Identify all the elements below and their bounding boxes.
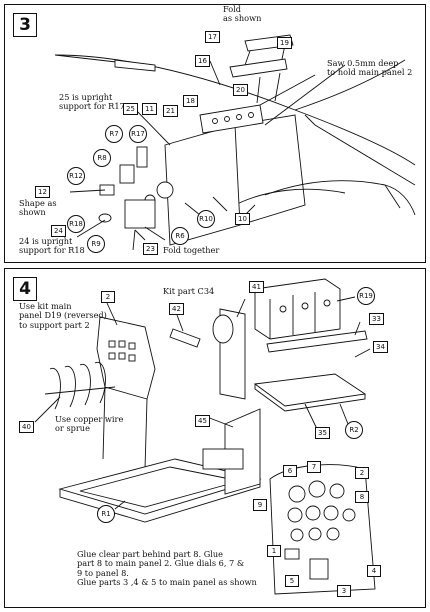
part-label: 9 (253, 499, 267, 511)
part-label: 1 (267, 545, 281, 557)
part-label: 4 (367, 565, 381, 577)
step-4-illustration (34, 278, 376, 595)
part-label: 2 (101, 291, 115, 303)
part-label: 17 (205, 31, 220, 43)
part-label: 10 (235, 213, 250, 225)
part-label: 19 (277, 37, 292, 49)
part-label: R1 (97, 505, 115, 523)
part-label: 6 (283, 465, 297, 477)
note-r17-support: 25 is upright support for R17 (59, 92, 125, 112)
part-label: 40 (19, 421, 34, 433)
part-label: 41 (249, 281, 264, 293)
part-label: 21 (163, 105, 178, 117)
part-label: 11 (142, 103, 157, 115)
note-copper-wire: Use copper wire or sprue (55, 414, 124, 434)
step-3-panel: 3 Fold as shown Saw 0.5mm deep to hold m… (4, 4, 426, 263)
part-label: R9 (87, 235, 105, 253)
note-r18-support: 24 is upright support for R18 (19, 236, 85, 256)
part-label: R12 (67, 167, 85, 185)
part-label: R7 (105, 125, 123, 143)
part-label: 7 (307, 461, 321, 473)
part-label: R18 (67, 215, 85, 233)
part-label: R2 (345, 421, 363, 439)
part-label: 24 (51, 225, 66, 237)
part-label: 5 (285, 575, 299, 587)
step-number: 4 (13, 277, 37, 301)
note-kit-part: Kit part C34 (163, 286, 215, 296)
note-shape: Shape as shown (19, 198, 57, 218)
part-label: R19 (357, 287, 375, 305)
step-4-panel: 4 Use kit main panel D19 (reversed) to s… (4, 268, 426, 608)
note-use-kit-panel: Use kit main panel D19 (reversed) to sup… (19, 301, 107, 330)
part-label: R10 (197, 210, 215, 228)
note-fold-together: Fold together (163, 245, 220, 255)
note-glue-instructions: Glue clear part behind part 8. Glue part… (77, 549, 257, 588)
step-3-illustration (54, 34, 416, 251)
part-label: 16 (195, 55, 210, 67)
part-label: 18 (183, 95, 198, 107)
part-label: 23 (143, 243, 158, 255)
part-label: 20 (233, 84, 248, 96)
part-label: 34 (373, 341, 388, 353)
note-fold-as-shown: Fold as shown (223, 4, 262, 24)
part-label: 3 (337, 585, 351, 597)
part-label: 35 (315, 427, 330, 439)
part-label: R8 (93, 149, 111, 167)
part-label: R6 (171, 227, 189, 245)
part-label: R17 (129, 125, 147, 143)
step-number: 3 (13, 13, 37, 37)
part-label: 12 (35, 186, 50, 198)
part-label: 42 (169, 303, 184, 315)
part-label: 33 (369, 313, 384, 325)
note-saw: Saw 0.5mm deep to hold main panel 2 (327, 58, 413, 78)
part-label: 45 (195, 415, 210, 427)
part-label: 8 (355, 491, 369, 503)
part-label: 2 (355, 467, 369, 479)
part-label: 25 (123, 103, 138, 115)
